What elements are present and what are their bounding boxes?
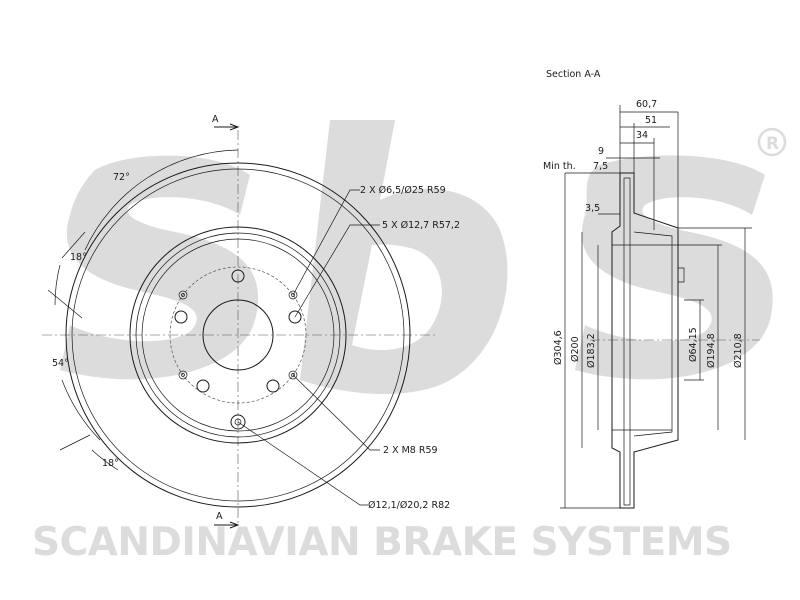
front-view bbox=[42, 123, 435, 529]
dia-194-8: Ø194,8 bbox=[706, 333, 717, 368]
disc-outer-circle bbox=[65, 162, 411, 508]
section-marker-top: A bbox=[212, 114, 219, 125]
dia-183-2: Ø183,2 bbox=[586, 333, 597, 368]
dia-210-8: Ø210,8 bbox=[733, 333, 744, 368]
angle-label-lower-left: 18° bbox=[102, 458, 119, 469]
dim-34: 34 bbox=[636, 130, 648, 141]
section-title: Section A-A bbox=[546, 69, 601, 80]
dim-60-7: 60,7 bbox=[636, 99, 657, 110]
company-name: SCANDINAVIAN BRAKE SYSTEMS bbox=[32, 520, 732, 565]
callout-small-holes: 2 X Ø6,5/Ø25 R59 bbox=[360, 185, 446, 196]
registered-mark-icon bbox=[757, 127, 787, 157]
angle-label-top: 72° bbox=[113, 172, 130, 183]
dim-51: 51 bbox=[645, 115, 657, 126]
friction-ring-inner-circle bbox=[129, 226, 347, 444]
sbs-logo-watermark bbox=[60, 120, 773, 395]
callout-threaded-holes: 2 X M8 R59 bbox=[383, 445, 438, 456]
dia-304-6: Ø304,6 bbox=[553, 330, 564, 365]
callout-lower-hole: Ø12,1/Ø20,2 R82 bbox=[368, 500, 450, 511]
bolt-hole-group bbox=[174, 269, 302, 393]
dia-200: Ø200 bbox=[570, 336, 581, 362]
angle-label-left: 54° bbox=[52, 358, 69, 369]
section-view bbox=[560, 105, 760, 509]
dia-64-15: Ø64,15 bbox=[688, 327, 699, 362]
angle-label-upper-left: 18° bbox=[70, 252, 87, 263]
section-profile bbox=[611, 172, 679, 509]
centre-bore-circle bbox=[202, 299, 274, 371]
small-hole-group bbox=[178, 290, 298, 430]
min-thickness-value: 7,5 bbox=[593, 161, 608, 172]
registered-mark-letter: R bbox=[766, 134, 779, 154]
callout-bolt-holes: 5 X Ø12,7 R57,2 bbox=[382, 220, 460, 231]
section-marker-bottom: A bbox=[216, 511, 223, 522]
min-thickness-label: Min th. bbox=[543, 161, 576, 172]
dim-9: 9 bbox=[598, 146, 604, 157]
dim-3-5: 3,5 bbox=[585, 203, 600, 214]
